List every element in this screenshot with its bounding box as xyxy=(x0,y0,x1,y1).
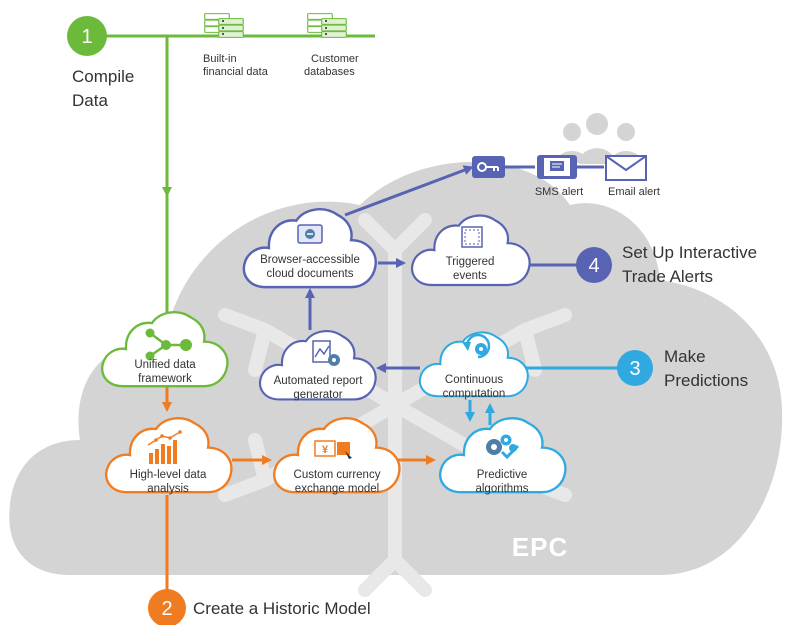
document-icon xyxy=(461,226,483,248)
server-icon xyxy=(204,13,244,38)
step-1-badge xyxy=(67,16,107,56)
source-customer-label-line-1: Customer xyxy=(311,53,359,65)
sms-alert: SMS alert xyxy=(535,155,583,198)
node-continuous-label-line-2: computation xyxy=(443,388,506,400)
email-alert: Email alert xyxy=(605,155,660,198)
node-triggered-label-line-2: events xyxy=(453,270,487,282)
node-unified-data-framework: Unified data framework xyxy=(101,311,229,388)
source-customer-databases: Customer databases xyxy=(304,13,359,78)
source-built-in-label-line-2: financial data xyxy=(203,66,269,78)
node-unified-label-line-1: Unified data xyxy=(134,359,196,371)
step-3-label-line-2: Predictions xyxy=(664,371,748,390)
yen-glyph: ¥ xyxy=(322,444,329,456)
cloud-document-icon xyxy=(297,224,323,244)
node-automated-report-generator: Automated report generator xyxy=(258,329,377,401)
step-1: 1 Compile Data xyxy=(67,16,134,110)
node-highlevel-label-line-1: High-level data xyxy=(130,469,207,481)
source-built-in-label-line-1: Built-in xyxy=(203,53,237,65)
step-1-label-line-2: Data xyxy=(72,91,108,110)
node-predictive-label-line-2: algorithms xyxy=(475,483,528,495)
node-currency-label-line-2: exchange model xyxy=(295,483,379,495)
node-browser-label-line-2: cloud documents xyxy=(267,268,354,280)
step-3-badge xyxy=(617,350,653,386)
step-2-label: Create a Historic Model xyxy=(193,599,371,618)
node-triggered-label-line-1: Triggered xyxy=(446,256,495,268)
step-2-badge xyxy=(148,589,186,625)
bar-chart-icon xyxy=(147,430,182,464)
node-unified-label-line-2: framework xyxy=(138,373,192,385)
gears-icon xyxy=(486,434,520,460)
node-report-label-line-1: Automated report xyxy=(274,375,364,387)
step-4-label-line-1: Set Up Interactive xyxy=(622,243,757,262)
node-predictive-algorithms: Predictive algorithms xyxy=(439,417,567,495)
step-1-number: 1 xyxy=(81,26,92,48)
step-1-label-line-1: Compile xyxy=(72,67,134,86)
indigo-connector-to-key xyxy=(344,165,474,217)
step-2: 2 Create a Historic Model xyxy=(148,589,371,625)
node-currency-label-line-1: Custom currency xyxy=(294,469,381,481)
network-nodes-icon xyxy=(145,328,192,361)
step-3: 3 Make Predictions xyxy=(617,347,748,390)
node-continuous-label-line-1: Continuous xyxy=(445,374,503,386)
server-icon xyxy=(307,13,347,38)
node-continuous-computation: Continuous computation xyxy=(418,331,529,400)
node-browser-label-line-1: Browser-accessible xyxy=(260,254,360,266)
report-chart-icon xyxy=(312,340,340,366)
node-report-label-line-2: generator xyxy=(293,389,342,401)
node-browser-accessible-cloud-documents: Browser-accessible cloud documents xyxy=(242,207,377,289)
email-alert-label: Email alert xyxy=(608,186,660,198)
sms-alert-label: SMS alert xyxy=(535,186,583,198)
node-custom-currency-exchange-model: ¥ Custom currency exchange model xyxy=(273,417,401,495)
key-icon xyxy=(472,156,505,178)
node-triggered-events: Triggered events xyxy=(410,214,531,287)
refresh-gear-icon xyxy=(462,333,491,359)
step-4-label-line-2: Trade Alerts xyxy=(622,267,713,286)
epc-label: EPC xyxy=(512,532,568,562)
sms-phone-icon xyxy=(537,155,577,179)
step-4-badge xyxy=(576,247,612,283)
node-high-level-data-analysis: High-level data analysis xyxy=(105,417,233,495)
connectors xyxy=(87,34,618,596)
node-highlevel-label-line-2: analysis xyxy=(147,483,189,495)
source-customer-label-line-2: databases xyxy=(304,66,355,78)
step-2-number: 2 xyxy=(161,598,172,620)
step-3-number: 3 xyxy=(629,358,640,380)
envelope-icon xyxy=(605,155,647,181)
currency-exchange-icon: ¥ xyxy=(314,440,352,459)
step-4-number: 4 xyxy=(588,255,599,277)
step-3-label-line-1: Make xyxy=(664,347,706,366)
step-4: 4 Set Up Interactive Trade Alerts xyxy=(576,243,757,286)
source-built-in-financial-data: Built-in financial data xyxy=(203,13,269,78)
node-predictive-label-line-1: Predictive xyxy=(477,469,528,481)
